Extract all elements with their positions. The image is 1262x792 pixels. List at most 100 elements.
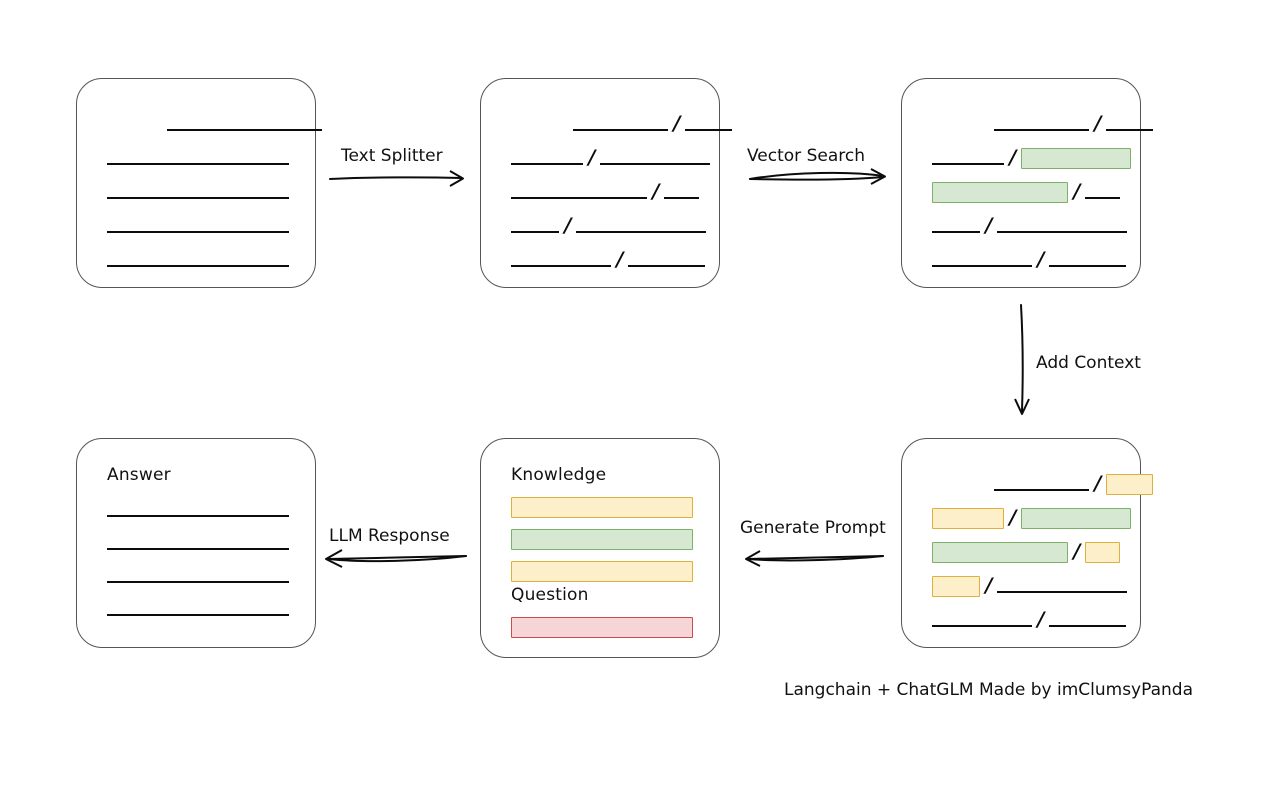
text-line-segment: [107, 515, 289, 517]
text-row: /: [511, 145, 711, 169]
edge-label-text-splitter: Text Splitter: [341, 146, 443, 166]
text-row: /: [994, 471, 1154, 495]
text-line-segment: [932, 625, 1032, 627]
slash-separator: /: [652, 179, 660, 203]
text-line-segment: [107, 197, 289, 199]
highlight-chip-green: [932, 181, 1068, 203]
slash-separator: /: [564, 213, 572, 237]
text-row: /: [932, 539, 1121, 563]
text-line-segment: [1049, 625, 1127, 627]
text-line-segment: [107, 265, 289, 267]
diagram-caption: Langchain + ChatGLM Made by imClumsyPand…: [784, 680, 1193, 700]
text-line-segment: [628, 265, 706, 267]
text-line-segment: [107, 581, 289, 583]
slash-separator: /: [588, 145, 596, 169]
text-row: [107, 217, 289, 235]
text-line-segment: [511, 197, 647, 199]
text-row: [107, 251, 289, 269]
text-line-segment: [107, 614, 289, 616]
text-splitter-arrow: [329, 170, 464, 187]
text-row: /: [932, 213, 1128, 237]
slash-separator: /: [616, 247, 624, 271]
text-row: [107, 567, 289, 585]
answer-title: Answer: [107, 465, 171, 485]
text-line-segment: [932, 265, 1032, 267]
text-row: [107, 501, 289, 519]
text-line-segment: [932, 231, 980, 233]
text-row: /: [511, 213, 707, 237]
knowledge-bar-2: [511, 529, 693, 550]
text-line-segment: [600, 163, 711, 165]
edge-label-llm-response: LLM Response: [329, 526, 450, 546]
knowledge-bar-1: [511, 497, 693, 518]
slash-separator: /: [1094, 471, 1102, 495]
text-line-segment: [1049, 265, 1127, 267]
text-line-segment: [107, 163, 289, 165]
edge-label-generate-prompt: Generate Prompt: [740, 518, 886, 538]
vector-search-arrow: [749, 168, 886, 185]
highlight-chip-yellow: [1085, 541, 1121, 563]
llm-response-arrow: [325, 549, 467, 568]
text-line-segment: [994, 489, 1089, 491]
add-context-arrow: [1014, 304, 1030, 415]
slash-separator: /: [1009, 505, 1017, 529]
text-row: /: [511, 179, 700, 203]
slash-separator: /: [985, 213, 993, 237]
highlight-chip-green: [1021, 507, 1132, 529]
edge-label-vector-search: Vector Search: [747, 146, 865, 166]
text-row: /: [932, 505, 1132, 529]
text-line-segment: [107, 231, 289, 233]
context-chunks-card: / / / / /: [901, 438, 1154, 648]
text-row: [107, 183, 289, 201]
highlight-chip-green: [932, 541, 1068, 563]
question-bar-1: [511, 617, 693, 638]
text-line-segment: [997, 231, 1128, 233]
text-line-segment: [511, 163, 583, 165]
slash-separator: /: [1009, 145, 1017, 169]
knowledge-label: Knowledge: [511, 465, 607, 485]
text-row: /: [932, 145, 1132, 169]
text-row: /: [932, 607, 1127, 631]
text-line-segment: [685, 129, 733, 131]
highlight-chip-yellow: [932, 575, 980, 597]
text-line-segment: [664, 197, 700, 199]
text-line-segment: [573, 129, 668, 131]
text-line-segment: [107, 548, 289, 550]
text-line-segment: [997, 591, 1128, 593]
text-line-segment: [932, 163, 1004, 165]
generate-prompt-arrow: [745, 550, 884, 567]
text-row: [107, 600, 289, 618]
slash-separator: /: [985, 573, 993, 597]
split-chunks-card: / / / / /: [480, 78, 733, 288]
edge-label-add-context: Add Context: [1036, 353, 1141, 373]
slash-separator: /: [673, 111, 681, 135]
text-row: /: [932, 573, 1128, 597]
slash-separator: /: [1073, 539, 1081, 563]
text-row: /: [573, 111, 733, 135]
text-row: [107, 534, 289, 552]
prompt-card: Knowledge Question: [480, 438, 720, 658]
text-row: /: [994, 111, 1154, 135]
text-row: /: [932, 247, 1127, 271]
highlight-chip-yellow: [1106, 473, 1154, 495]
source-document-card: [76, 78, 322, 288]
text-row: /: [932, 179, 1121, 203]
text-line-segment: [576, 231, 707, 233]
text-line-segment: [167, 129, 322, 131]
text-line-segment: [511, 265, 611, 267]
highlight-chip-green: [1021, 147, 1132, 169]
retrieved-chunks-card: / / / / /: [901, 78, 1154, 288]
slash-separator: /: [1037, 247, 1045, 271]
slash-separator: /: [1073, 179, 1081, 203]
answer-card: Answer: [76, 438, 316, 648]
highlight-chip-yellow: [932, 507, 1004, 529]
text-row: /: [511, 247, 706, 271]
slash-separator: /: [1094, 111, 1102, 135]
question-label: Question: [511, 585, 589, 605]
text-line-segment: [994, 129, 1089, 131]
text-row: [167, 115, 322, 133]
slash-separator: /: [1037, 607, 1045, 631]
knowledge-bar-3: [511, 561, 693, 582]
text-line-segment: [1106, 129, 1154, 131]
